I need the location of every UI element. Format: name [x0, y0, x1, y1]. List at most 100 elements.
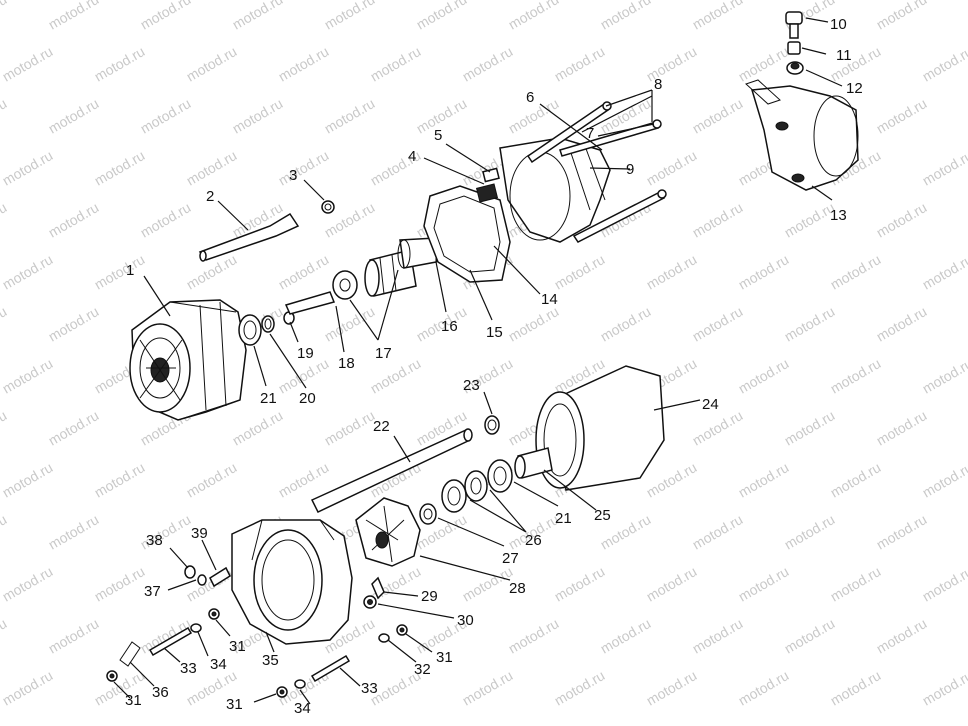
watermark-text: motod.ru: [92, 43, 148, 84]
watermark-text: motod.ru: [0, 511, 9, 552]
part-12-bushing: [786, 61, 804, 75]
watermark-text: motod.ru: [828, 563, 884, 604]
callout-32: 32: [414, 661, 431, 678]
watermark-text: motod.ru: [874, 0, 930, 33]
watermark-text: motod.ru: [828, 459, 884, 500]
watermark-text: motod.ru: [782, 303, 838, 344]
callout-28: 28: [509, 580, 526, 597]
watermark-text: motod.ru: [828, 667, 884, 708]
watermark-text: motod.ru: [138, 0, 194, 33]
watermark-text: motod.ru: [322, 95, 378, 136]
watermark-text: motod.ru: [690, 95, 746, 136]
watermark-text: motod.ru: [552, 667, 608, 708]
watermark-text: motod.ru: [46, 407, 102, 448]
watermark-text: motod.ru: [0, 251, 55, 292]
watermark-text: motod.ru: [46, 511, 102, 552]
watermark-text: motod.ru: [874, 615, 930, 656]
part-5-plate: [482, 167, 500, 183]
watermark-text: motod.ru: [0, 667, 55, 708]
watermark-text: motod.ru: [276, 147, 332, 188]
callout-30: 30: [457, 612, 474, 629]
watermark-text: motod.ru: [644, 459, 700, 500]
part-21-bearing-upper: [238, 314, 262, 346]
watermark-text: motod.ru: [276, 251, 332, 292]
callout-12: 12: [846, 80, 863, 97]
callout-9: 9: [626, 161, 634, 178]
callout-10: 10: [830, 16, 847, 33]
callout-21-upper: 21: [260, 390, 277, 407]
watermark-text: motod.ru: [644, 667, 700, 708]
watermark-text: motod.ru: [690, 199, 746, 240]
watermark-text: motod.ru: [690, 615, 746, 656]
watermark-text: motod.ru: [322, 303, 378, 344]
callout-17: 17: [375, 345, 392, 362]
part-36-tag: [119, 641, 141, 667]
part-26-bearing-a: [464, 470, 488, 502]
part-35-pump-body: [231, 519, 353, 645]
callout-16: 16: [441, 318, 458, 335]
watermark-text: motod.ru: [598, 303, 654, 344]
watermark-text: motod.ru: [874, 303, 930, 344]
watermark-text: motod.ru: [782, 615, 838, 656]
callout-labels: 1 2 3 4 5 6 7 8 9 10 11 12 13 14 15 16 1…: [125, 16, 863, 717]
part-33-stud-b: [310, 654, 351, 683]
part-34-washer-b: [294, 679, 306, 689]
watermark-text: motod.ru: [506, 0, 562, 33]
watermark-text: motod.ru: [0, 355, 55, 396]
watermark-text: motod.ru: [0, 147, 55, 188]
watermark-text: motod.ru: [874, 511, 930, 552]
watermark-text: motod.ru: [736, 43, 792, 84]
watermark-text: motod.ru: [184, 147, 240, 188]
part-31-nut-c: [106, 670, 118, 682]
watermark-text: motod.ru: [46, 95, 102, 136]
watermark-text: motod.ru: [506, 303, 562, 344]
part-2-tube: [198, 212, 300, 262]
part-8-rod: [572, 101, 667, 243]
part-4-decal: [475, 183, 499, 203]
watermark-text: motod.ru: [92, 459, 148, 500]
callout-31-c: 31: [125, 692, 142, 709]
callout-20: 20: [299, 390, 316, 407]
watermark-text: motod.ru: [0, 303, 9, 344]
watermark-text: motod.ru: [644, 563, 700, 604]
leader-lines: [113, 17, 843, 705]
callout-22: 22: [373, 418, 390, 435]
watermark-text: motod.ru: [920, 147, 968, 188]
callout-34-a: 34: [210, 656, 227, 673]
watermark-text: motod.ru: [920, 43, 968, 84]
part-20-seal: [261, 315, 275, 333]
watermark-text: motod.ru: [828, 251, 884, 292]
watermark-text: motod.ru: [0, 563, 55, 604]
watermark-text: motod.ru: [552, 251, 608, 292]
watermark-text: motod.ru: [552, 43, 608, 84]
watermark-text: motod.ru: [46, 615, 102, 656]
callout-18: 18: [338, 355, 355, 372]
callout-25: 25: [594, 507, 611, 524]
watermark-text: motod.ru: [506, 615, 562, 656]
watermark-text: motod.ru: [874, 95, 930, 136]
callout-8: 8: [654, 76, 662, 93]
part-21-bearing-lower: [487, 459, 513, 493]
callout-13: 13: [830, 207, 847, 224]
callout-35: 35: [262, 652, 279, 669]
part-1-pump-housing: [129, 299, 247, 421]
callout-14: 14: [541, 291, 558, 308]
part-3-clamp: [321, 200, 335, 214]
watermark-text: motod.ru: [920, 563, 968, 604]
watermark-text: motod.ru: [230, 407, 286, 448]
callout-15: 15: [486, 324, 503, 341]
watermark-text: motod.ru: [138, 95, 194, 136]
callout-3: 3: [289, 167, 297, 184]
watermark-text: motod.ru: [690, 511, 746, 552]
watermark-text: motod.ru: [0, 615, 9, 656]
part-32-washer: [378, 633, 390, 643]
watermark-text: motod.ru: [0, 199, 9, 240]
callout-33-b: 33: [361, 680, 378, 697]
watermark-text: motod.ru: [690, 407, 746, 448]
watermark-text: motod.ru: [230, 0, 286, 33]
watermark-text: motod.ru: [782, 199, 838, 240]
watermark-text: motod.ru: [184, 459, 240, 500]
watermark-text: motod.ru: [598, 0, 654, 33]
